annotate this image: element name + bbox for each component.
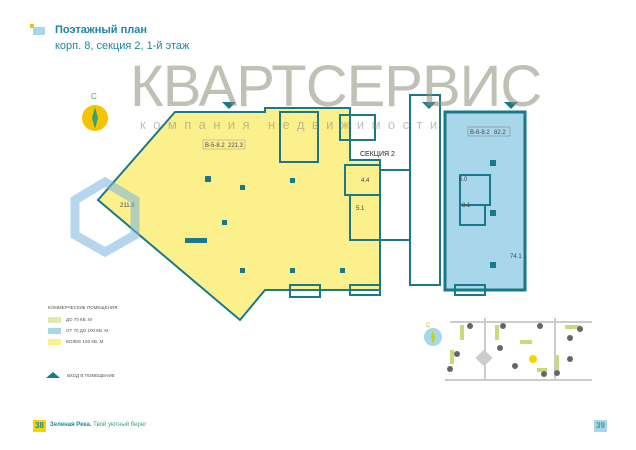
footer-text: Зеленая Река. Твой уютный берег (50, 422, 146, 428)
legend-label: более 100 кв. м (66, 339, 104, 344)
site-map: С (424, 318, 592, 381)
legend-label: от 70 до 100 кв. м (66, 328, 109, 333)
legend: Коммерческие помещения: до 70 кв. м от 7… (48, 305, 119, 349)
section-label: СЕКЦИЯ 2 (360, 151, 395, 158)
unit-b-code: В-6-8.2 (470, 130, 490, 136)
room-area: 3.1 (462, 203, 471, 209)
room-area: 5.0 (459, 177, 468, 183)
unit-b-subarea: 74.1 (510, 254, 522, 260)
core-walls (279, 94, 491, 298)
room-area: 5.1 (356, 206, 365, 212)
svg-text:С: С (426, 323, 431, 329)
entrance-label: Вход в помещение (67, 372, 115, 378)
page-title: Поэтажный план (55, 24, 147, 36)
legend-title: Коммерческие помещения: (48, 305, 119, 310)
legend-item: от 70 до 100 кв. м (48, 327, 119, 334)
page-subtitle: корп. 8, секция 2, 1-й этаж (55, 40, 190, 52)
page-number-left: 38 (33, 420, 46, 432)
entrance-triangle-icon (46, 372, 60, 378)
unit-a-code: В-5-8.2 (205, 143, 225, 149)
compass-icon: С (82, 92, 108, 131)
unit-a-subarea: 211.8 (120, 203, 135, 209)
page-number-right: 39 (594, 420, 607, 432)
title-marker-icon (30, 24, 45, 35)
watermark-logo-icon (70, 176, 140, 258)
legend-item: более 100 кв. м (48, 338, 119, 345)
unit-a-area-label: 221.3 (228, 143, 244, 149)
svg-text:С: С (91, 92, 97, 101)
legend-entrance: Вход в помещение (46, 372, 115, 378)
watermark-brand: КВАРТСЕРВИС (130, 54, 542, 119)
legend-swatch (48, 316, 61, 323)
unit-b-area-label: 82.2 (494, 130, 506, 136)
columns (185, 102, 518, 273)
room-area: 4.4 (361, 178, 370, 184)
footer-brand: Зеленая Река. (50, 422, 92, 428)
unit-b-area[interactable] (443, 110, 527, 292)
watermark-tagline: компания недвижимости (140, 117, 445, 132)
legend-swatch (48, 338, 61, 345)
footer-slogan: Твой уютный берег (93, 422, 147, 428)
legend-swatch (48, 327, 61, 334)
legend-label: до 70 кв. м (66, 317, 92, 322)
legend-item: до 70 кв. м (48, 316, 119, 323)
